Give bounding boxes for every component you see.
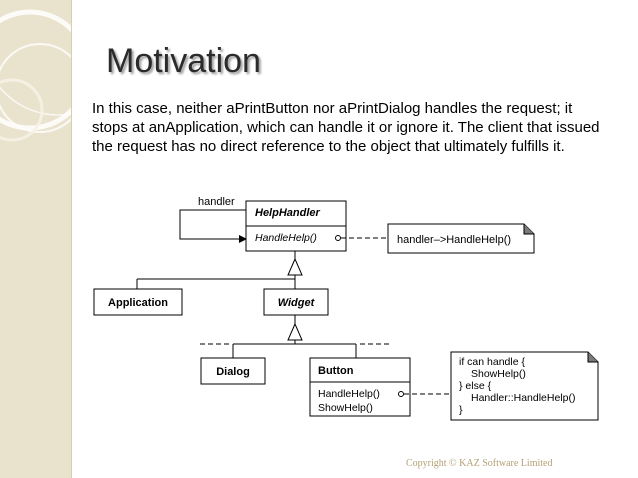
helphandler-class: HelpHandler HandleHelp() [245,200,347,252]
note-code-line-5: } [459,404,463,416]
dialog-name: Dialog [216,366,250,378]
note-top: handler–>HandleHelp() [387,223,535,254]
inheritance-triangle-bottom [287,322,303,341]
decorative-circles [0,9,71,142]
uml-diagram: handler HelpHandler HandleHelp() handler… [93,196,599,421]
button-method-showhelp: ShowHelp() [318,402,373,414]
note-top-text: handler–>HandleHelp() [397,234,511,246]
handler-label: handler [198,196,235,208]
inheritance-triangle-top [287,257,303,276]
sidebar-decoration [0,0,71,478]
helphandler-name: HelpHandler [255,207,321,219]
application-class: Application [93,288,183,316]
dialog-class: Dialog [200,357,266,385]
button-name: Button [318,365,354,377]
note-code-line-4: Handler::HandleHelp() [471,392,575,404]
note-code-line-1: if can handle { [459,356,525,368]
application-name: Application [108,297,168,309]
widget-name: Widget [278,297,316,309]
slide-title: Motivation [106,42,261,80]
helphandler-method: HandleHelp() [255,232,317,244]
button-class: Button HandleHelp() ShowHelp() [309,357,411,417]
note-code-line-2: ShowHelp() [471,368,526,380]
note-code-line-3: } else { [459,380,492,392]
copyright-footer: Copyright © KAZ Software Limited [406,458,553,469]
button-method-handlehelp: HandleHelp() [318,388,380,400]
note-code: if can handle { ShowHelp() } else { Hand… [450,351,599,421]
widget-class: Widget [263,288,329,316]
handler-association-line [179,209,247,243]
slide-body-text: In this case, neither aPrintButton nor a… [92,100,600,155]
